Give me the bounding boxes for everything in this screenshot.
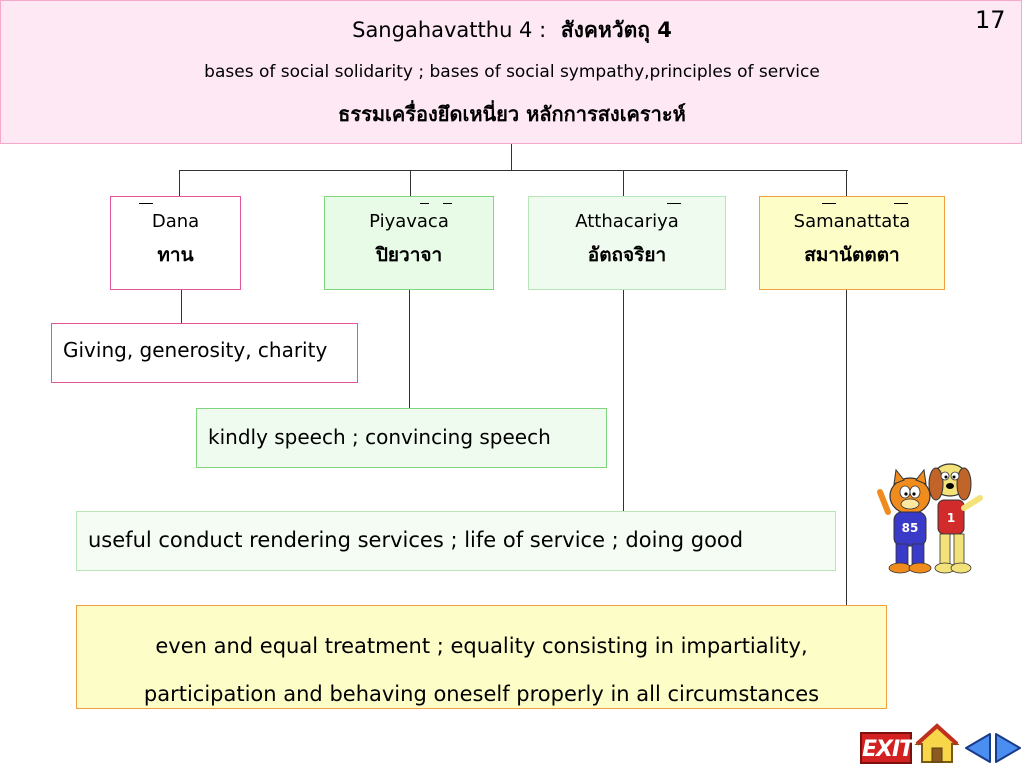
description-samanattata-line-1: even and equal treatment ; equality cons… [155,634,808,658]
subtitle-english: bases of social solidarity ; bases of so… [204,62,820,82]
arrow-right-icon [995,733,1021,763]
samanattata-macron-1 [822,203,836,204]
samanattata-name: Samanattata [793,211,911,232]
trunk-connector [511,144,512,171]
connector-piyavaca [410,170,411,196]
samanattata-thai: สมานัตตตา [804,244,900,266]
description-atthacariya: useful conduct rendering services ; life… [76,511,836,571]
exit-button[interactable]: EXIT [860,732,914,764]
subtitle-thai: ธรรมเครื่องยึดเหนี่ยว หลักการสงเคราะห์ [338,102,686,126]
description-samanattata: even and equal treatment ; equality cons… [76,605,887,709]
next-button[interactable] [994,730,1024,766]
description-samanattata-line-2: participation and behaving oneself prope… [143,682,820,706]
page-number: 17 [975,6,1006,34]
title-english: Sangahavatthu 4 : [352,18,547,42]
connector-atthacariya-desc [623,290,624,511]
dana-name: Dana [151,211,200,232]
connector-piyavaca-desc [409,290,410,408]
atthacariya-thai: อัตถจริยา [587,244,667,266]
piyavaca-macron-2 [443,203,452,204]
connector-dana-desc [181,290,182,323]
atthacariya-macron [667,203,681,204]
atthacariya-name-wrap: Atthacariya [529,203,725,232]
title-thai: สังคหวัตถุ 4 [560,18,672,42]
page-title: Sangahavatthu 4 : สังคหวัตถุ 4 [0,14,1024,47]
box-atthacariya: Atthacariya อัตถจริยา [528,196,726,290]
piyavaca-macron-1 [420,203,429,204]
atthacariya-name: Atthacariya [575,211,679,232]
dana-name-wrap: Dana [111,203,240,232]
description-dana: Giving, generosity, charity [51,323,358,383]
box-piyavaca: Piyavaca ปิยวาจา [324,196,494,290]
piyavaca-thai: ปิยวาจา [375,244,443,266]
samanattata-macron-2 [894,203,908,204]
connector-dana [179,170,180,196]
header-banner [0,0,1022,144]
samanattata-name-wrap: Samanattata [760,203,944,232]
svg-text:85: 85 [902,521,919,535]
cartoon-mascot-image: 1 85 [877,463,983,574]
home-button[interactable] [914,722,960,766]
branch-connector [179,170,848,171]
dana-thai: ทาน [157,244,194,266]
piyavaca-name: Piyavaca [369,211,449,232]
previous-button[interactable] [962,730,992,766]
description-piyavaca: kindly speech ; convincing speech [196,408,607,468]
box-samanattata: Samanattata สมานัตตตา [759,196,945,290]
arrow-left-icon [965,733,991,763]
dana-macron [139,203,153,204]
connector-samanattata [846,170,847,196]
piyavaca-name-wrap: Piyavaca [325,203,493,232]
connector-atthacariya [623,170,624,196]
home-icon [914,723,960,763]
svg-text:1: 1 [947,511,955,525]
connector-samanattata-desc [846,290,847,605]
box-dana: Dana ทาน [110,196,241,290]
exit-icon: EXIT [860,732,914,764]
